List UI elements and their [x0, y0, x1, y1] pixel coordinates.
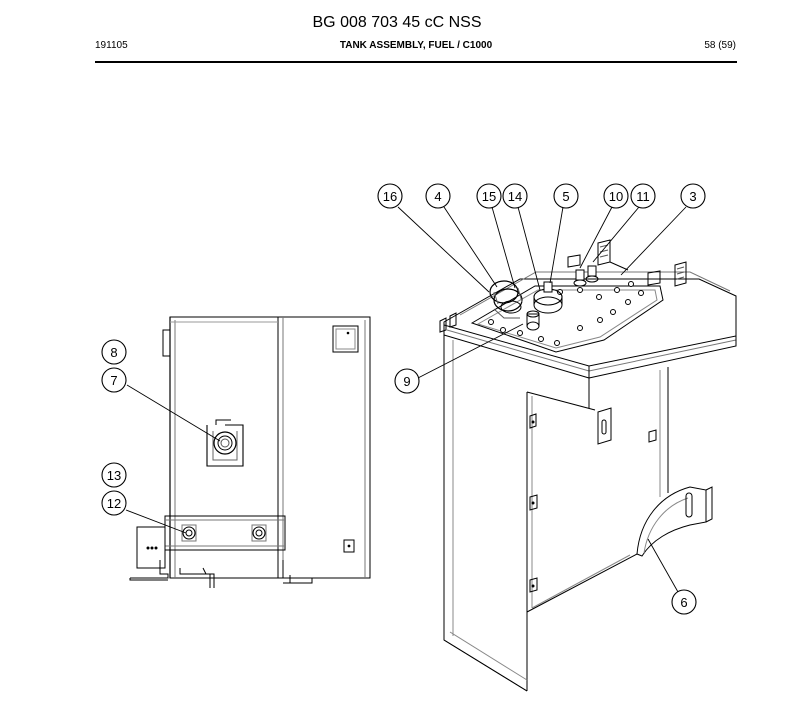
callout-3: 3	[689, 189, 696, 204]
callout-15: 15	[482, 189, 496, 204]
isometric-view	[439, 239, 737, 692]
callout-7-bubble	[101, 367, 127, 393]
subtitle-separator: /	[454, 40, 463, 51]
subtitle-main: TANK ASSEMBLY, FUEL	[339, 40, 455, 51]
callout-bubbles	[101, 183, 706, 615]
callout-6-bubble	[671, 589, 697, 615]
callout-13: 13	[107, 468, 121, 483]
callout-4: 4	[434, 189, 441, 204]
callout-12: 12	[107, 496, 121, 511]
callout-8-bubble	[101, 339, 127, 365]
side-view	[129, 316, 371, 588]
callout-7: 7	[110, 373, 117, 388]
callout-8: 8	[110, 345, 117, 360]
callout-13-bubble	[101, 462, 127, 488]
callout-10-bubble	[603, 183, 629, 209]
callout-5: 5	[562, 189, 569, 204]
callout-16-bubble	[377, 183, 403, 209]
date-code: 191105	[95, 40, 128, 51]
callout-6: 6	[680, 595, 687, 610]
callout-11: 11	[636, 189, 650, 204]
callout-labels: 16 4 15 14 5 10 11 3 9 6 8 7 13 12	[107, 189, 697, 610]
header-rule	[95, 61, 737, 63]
callout-12-bubble	[101, 490, 127, 516]
document-subtitle: TANK ASSEMBLY, FUEL / C1000	[0, 40, 794, 51]
callout-11-bubble	[630, 183, 656, 209]
callout-5-bubble	[553, 183, 579, 209]
callout-4-bubble	[425, 183, 451, 209]
callout-14-bubble	[502, 183, 528, 209]
leader-lines	[125, 206, 687, 593]
document-number: BG 008 703 45 cC NSS	[312, 14, 482, 31]
callout-14: 14	[508, 189, 522, 204]
callout-9-bubble	[394, 368, 420, 394]
callout-10: 10	[609, 189, 623, 204]
callout-15-bubble	[476, 183, 502, 209]
callout-9: 9	[403, 374, 410, 389]
callout-3-bubble	[680, 183, 706, 209]
page-number: 58 (59)	[704, 40, 736, 51]
subtitle-model: C1000	[462, 40, 493, 51]
callout-16: 16	[383, 189, 397, 204]
